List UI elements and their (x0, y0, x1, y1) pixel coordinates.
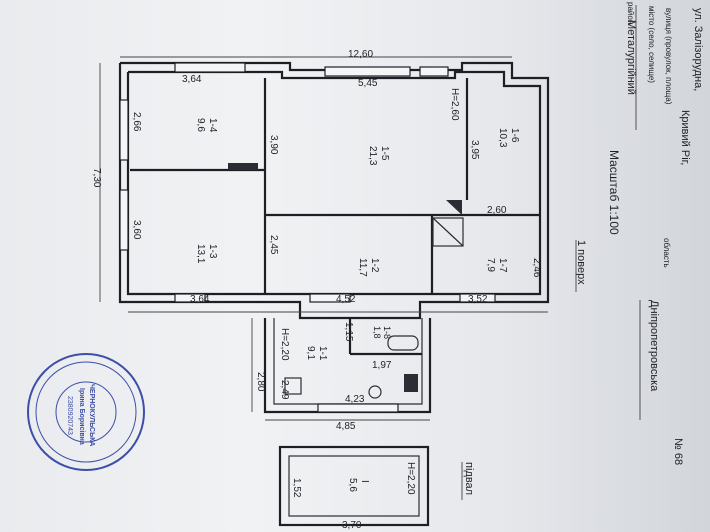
boiler (404, 374, 418, 392)
stove-2 (446, 200, 462, 215)
header-region-caption: область (662, 238, 671, 268)
header-region: Дніпропетровська (648, 300, 660, 392)
stove (228, 163, 258, 170)
stove-box (432, 217, 464, 247)
room-1-6-id: 1-6 (509, 128, 520, 143)
basement-label: підвал (463, 462, 475, 495)
dim-bottom-left: 3,64 (190, 294, 210, 305)
window-top-3 (419, 66, 449, 77)
room-1-7-id: 1-7 (497, 258, 508, 273)
header-district-caption: район (626, 2, 635, 24)
floor-label: 1 поверх (575, 240, 587, 285)
dim-porch-len: 4,23 (345, 394, 365, 405)
interior-walls (130, 78, 540, 294)
dim-room12: 2,45 (268, 235, 279, 255)
height-basement: Н=2,20 (405, 462, 416, 495)
room-labels: 1-4 9,6 1-5 21,3 1-6 10,3 1-3 13,1 1-2 1… (195, 118, 520, 531)
dim-left-total: 7,30 (91, 168, 102, 188)
window-left-2 (119, 189, 129, 251)
basement-width: 3,70 (342, 520, 362, 531)
dim-porch-side2: 2,49 (279, 380, 290, 400)
room-1-1-id: 1-1 (317, 346, 328, 361)
window-bottom-3 (459, 293, 496, 303)
gas-meter (368, 385, 382, 399)
dim-room17-top: 2,60 (487, 205, 507, 216)
header-street-caption: вулиця (провулок, площа) (664, 8, 673, 105)
header-street: ул. Залізорудна, (692, 8, 704, 91)
dim-room14: 3,90 (268, 135, 279, 155)
room-1-1-area: 9,1 (305, 346, 316, 360)
dim-left-upper: 2,66 (131, 112, 142, 132)
bathtub (387, 335, 419, 351)
window-bottom-1 (174, 293, 206, 303)
dim-room17-side: 2,46 (531, 258, 542, 278)
document-header: ул. Залізорудна, вулиця (провулок, площа… (607, 2, 704, 465)
official-stamp: ЧЕРНОКУЛЬСЬКА Ірина Борисівна 2380920743 (27, 353, 145, 471)
room-1-6-area: 10,3 (497, 128, 508, 148)
window-top-1 (174, 62, 246, 73)
dimension-labels: 12,60 3,64 5,45 7,30 2,66 3,60 3,90 3,95… (91, 49, 542, 432)
window-top-2 (324, 66, 411, 77)
window-bottom-2 (309, 293, 351, 303)
dim-porch-w1: 1,15 (343, 322, 354, 342)
window-porch (317, 403, 399, 413)
dim-bottom-mid: 4,52 (336, 294, 356, 305)
room-1-2-area: 11,7 (357, 258, 368, 277)
room-1-5-id: 1-5 (379, 146, 390, 161)
stamp-name-line2: Ірина Борисівна (78, 388, 86, 445)
sink (284, 377, 302, 395)
room-1-5-area: 21,3 (367, 146, 378, 166)
header-number: № 68 (672, 438, 684, 465)
dimension-lines (99, 56, 548, 421)
header-city: Кривий Ріг, (679, 110, 691, 165)
header-scale: Масштаб 1:100 (607, 150, 621, 235)
outer-walls (118, 61, 550, 320)
window-left-1 (119, 99, 129, 161)
room-1-4-id: 1-4 (207, 118, 218, 133)
dim-top-total: 12,60 (348, 49, 373, 60)
stamp-name-line1: ЧЕРНОКУЛЬСЬКА (88, 384, 95, 446)
dim-top-mid: 5,45 (358, 78, 378, 89)
dim-porch-side: 2,80 (255, 372, 266, 392)
header-district: Металургійний (625, 20, 637, 95)
room-1-2-id: 1-2 (369, 258, 380, 273)
windows (119, 62, 496, 303)
dim-top-left: 3,64 (182, 74, 202, 85)
height-main: Н=2,60 (449, 88, 460, 121)
stamp-code: 2380920743 (66, 396, 73, 435)
dim-porch-w2: 1,97 (372, 360, 392, 371)
room-1-3-id: 1-3 (207, 244, 218, 259)
basement-room-area: 5,6 (347, 478, 358, 492)
room-1-3-area: 13,1 (195, 244, 206, 264)
header-city-caption: місто (село, селище) (647, 6, 656, 83)
basement-room-id: I (359, 480, 370, 483)
porch (263, 318, 432, 414)
room-1-4-area: 9,6 (195, 118, 206, 132)
dim-room16: 3,95 (469, 140, 480, 160)
basement-height: 1,52 (291, 478, 302, 498)
dim-porch-total: 4,85 (336, 421, 356, 432)
room-1-7-area: 7,9 (485, 258, 496, 272)
room-1-8-id: 1-8 (382, 326, 392, 339)
basement-plan (278, 445, 430, 527)
height-porch: Н=2,20 (279, 328, 290, 361)
dim-bottom-right: 3,52 (468, 294, 488, 305)
room-1-8-area: 1,8 (372, 326, 382, 339)
dim-left-lower: 3,60 (131, 220, 142, 240)
